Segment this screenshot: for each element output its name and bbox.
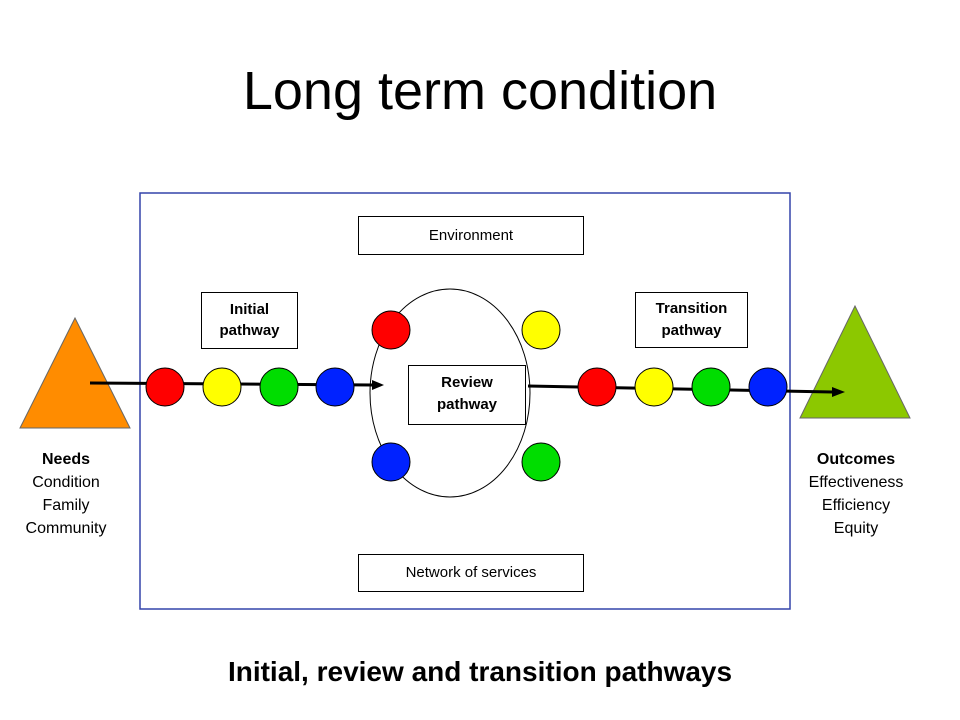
needs-list: Needs Condition Family Community <box>5 448 127 540</box>
initial-green-circle <box>259 367 299 407</box>
outcomes-triangle <box>799 304 911 419</box>
initial-pathway-label: Initial pathway <box>219 301 280 339</box>
outcomes-item: Effectiveness <box>808 474 904 491</box>
review-pathway-label: Review pathway <box>436 374 497 413</box>
review-pathway-box: Review pathway <box>408 365 526 425</box>
transition-blue-circle <box>748 367 788 407</box>
review-yellow-circle <box>521 310 561 350</box>
transition-pathway-label: Transition pathway <box>655 300 728 339</box>
review-cycle <box>369 288 531 498</box>
initial-yellow-circle <box>202 367 242 407</box>
needs-item: Condition <box>32 474 100 491</box>
outcomes-list: Outcomes Effectiveness Efficiency Equity <box>795 448 917 540</box>
initial-blue-circle <box>315 367 355 407</box>
initial-arrow-head <box>372 380 384 390</box>
outcomes-heading: Outcomes <box>816 451 896 468</box>
diagram-caption: Initial, review and transition pathways <box>227 656 733 687</box>
page-title: Long term condition <box>242 61 718 121</box>
outcomes-item: Efficiency <box>821 497 891 514</box>
environment-box: Environment <box>358 216 584 255</box>
needs-triangle <box>19 316 131 429</box>
transition-green-circle <box>691 367 731 407</box>
review-blue-circle <box>371 442 411 482</box>
environment-label: Environment <box>428 227 514 244</box>
needs-heading: Needs <box>41 451 91 468</box>
transition-red-circle <box>577 367 617 407</box>
outcomes-item: Equity <box>833 520 879 537</box>
initial-pathway-box: Initial pathway <box>201 292 298 349</box>
review-red-circle <box>371 310 411 350</box>
needs-item: Community <box>25 520 107 537</box>
review-green-circle <box>521 442 561 482</box>
network-box: Network of services <box>358 554 584 592</box>
needs-item: Family <box>42 497 90 514</box>
initial-red-circle <box>145 367 185 407</box>
transition-yellow-circle <box>634 367 674 407</box>
transition-arrow-head <box>832 387 845 397</box>
transition-pathway-box: Transition pathway <box>635 292 748 348</box>
network-label: Network of services <box>405 564 537 581</box>
services-frame <box>139 192 791 610</box>
